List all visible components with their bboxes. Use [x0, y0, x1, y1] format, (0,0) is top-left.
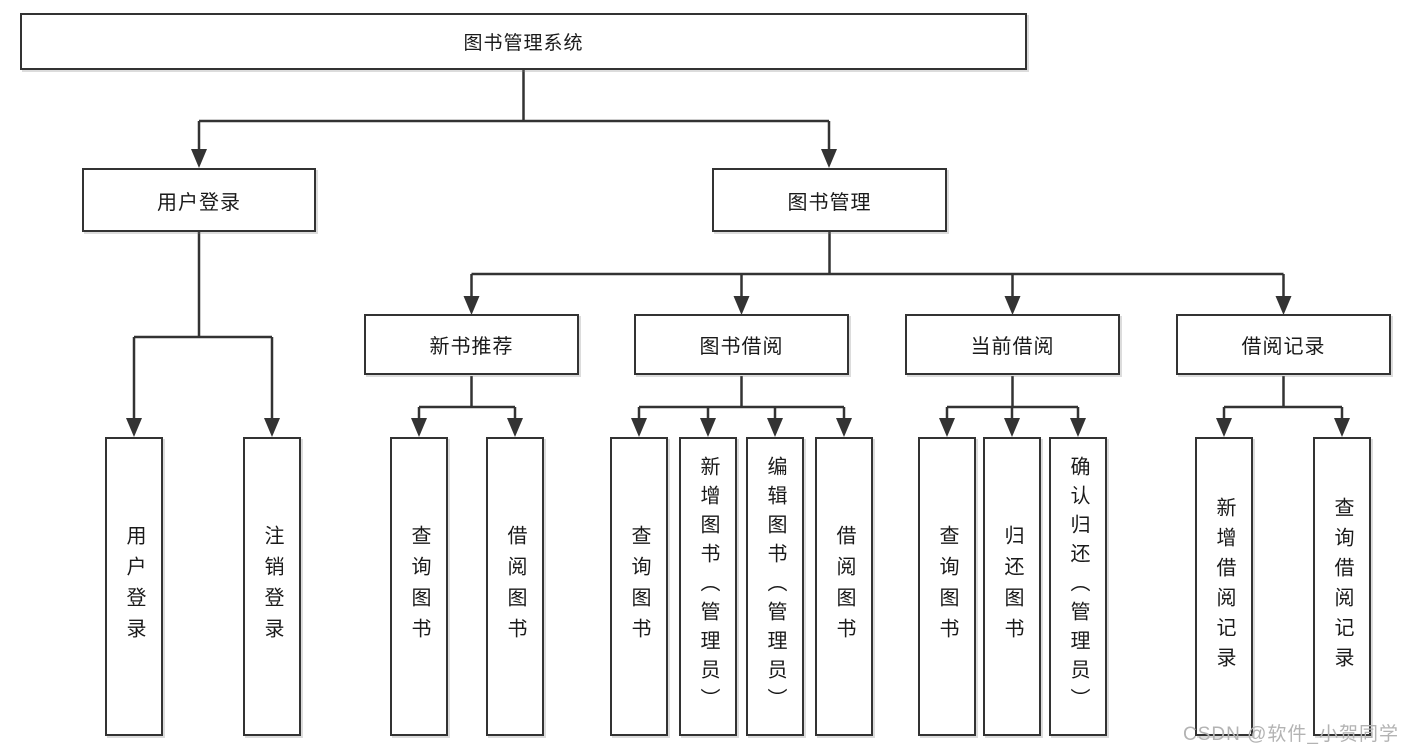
leaf-add-borrow-record: 新增借阅记录 [1195, 437, 1253, 736]
edge-book-management-to-level3 [470, 232, 1285, 298]
node-book-management: 图书管理 [712, 168, 947, 232]
node-current-borrow: 当前借阅 [905, 314, 1120, 375]
leaf-logout-login: 注销登录 [243, 437, 301, 736]
leaf-edit-books-admin: 编辑图书（管理员） [746, 437, 804, 736]
edge-borrow-records-to-leaves [1222, 376, 1344, 420]
leaf-query-books-borrow: 查询图书 [610, 437, 668, 736]
leaf-query-books-recommend: 查询图书 [390, 437, 448, 736]
leaf-query-borrow-record: 查询借阅记录 [1313, 437, 1371, 736]
node-user-login: 用户登录 [82, 168, 316, 232]
node-borrow-records: 借阅记录 [1176, 314, 1391, 375]
node-new-book-recommend: 新书推荐 [364, 314, 579, 375]
leaf-confirm-return-admin: 确认归还（管理员） [1049, 437, 1107, 736]
leaf-borrow-books: 借阅图书 [815, 437, 873, 736]
leaf-return-books: 归还图书 [983, 437, 1041, 736]
leaf-user-login: 用户登录 [105, 437, 163, 736]
leaf-borrow-books-recommend: 借阅图书 [486, 437, 544, 736]
edge-new-book-recommend-to-leaves [417, 376, 517, 420]
csdn-watermark: CSDN @软件_小贺同学 [1183, 724, 1399, 745]
node-book-borrow: 图书借阅 [634, 314, 849, 375]
leaf-add-books-admin: 新增图书（管理员） [679, 437, 737, 736]
node-library-management-system: 图书管理系统 [20, 13, 1027, 70]
leaf-query-books-current: 查询图书 [918, 437, 976, 736]
edge-book-borrow-to-leaves [637, 376, 846, 420]
edge-root-to-level2 [197, 70, 831, 151]
edge-current-borrow-to-leaves [945, 376, 1080, 420]
edge-user-login-to-leaves [132, 232, 274, 420]
